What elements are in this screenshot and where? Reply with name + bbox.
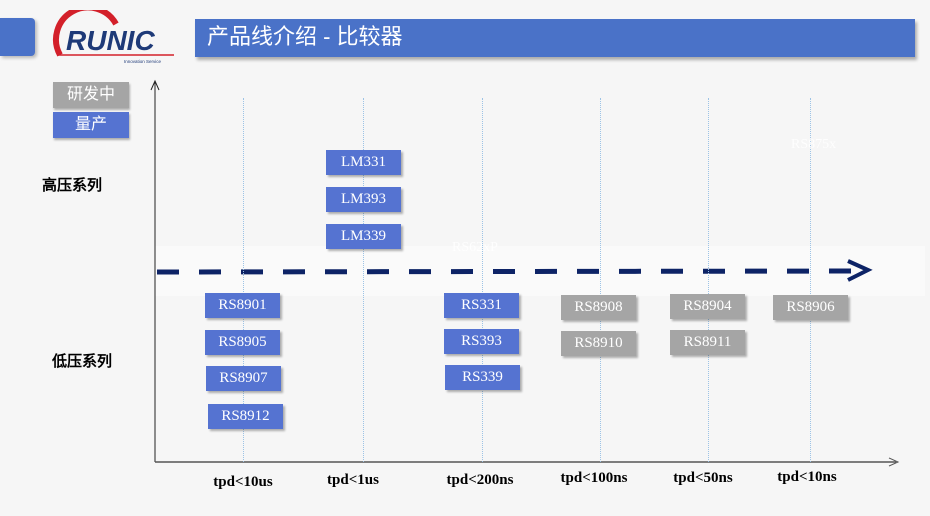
part-box: RS331	[444, 293, 519, 318]
part-box: RS8911	[670, 330, 745, 355]
row-label-low-voltage: 低压系列	[52, 353, 113, 370]
x-tick-label: tpd<100ns	[560, 470, 628, 486]
divider-dashed-arrow	[156, 268, 861, 275]
gridline	[482, 98, 483, 462]
x-axis-arrow-icon	[888, 457, 900, 467]
part-box: LM339	[326, 224, 401, 249]
x-tick-label: tpd<10ns	[777, 469, 837, 485]
legend-production: 量产	[53, 112, 129, 138]
x-tick-label: tpd<200ns	[446, 472, 514, 488]
svg-text:RUNIC: RUNIC	[66, 25, 155, 56]
part-box: LM393	[326, 187, 401, 212]
x-tick-label: tpd<10us	[213, 474, 273, 490]
side-tab	[0, 18, 35, 56]
part-box: RS8904	[670, 294, 745, 319]
part-box: RS8907	[206, 366, 281, 391]
gridline	[708, 98, 709, 462]
legend-developing: 研发中	[53, 82, 129, 108]
part-box: RS8912	[208, 404, 283, 429]
gridline	[600, 98, 601, 462]
part-box: RS8908	[561, 295, 636, 320]
runic-logo: RUNIC Innovation Service	[52, 4, 177, 65]
arrowhead-icon	[847, 259, 873, 282]
gridline	[243, 98, 244, 462]
ghost-label: RS62xP	[452, 240, 498, 255]
part-box: LM331	[326, 150, 401, 175]
row-label-high-voltage: 高压系列	[42, 177, 103, 194]
ghost-label: RS875x	[791, 137, 837, 152]
part-box: RS8905	[205, 330, 280, 355]
part-box: RS8901	[205, 293, 280, 318]
x-tick-label: tpd<50ns	[673, 470, 733, 486]
gridline	[363, 98, 364, 462]
svg-text:Innovation Service: Innovation Service	[124, 59, 162, 64]
part-box: RS393	[444, 329, 519, 354]
y-axis-arrow-icon	[150, 79, 160, 91]
part-box: RS8910	[561, 331, 636, 356]
gridline	[810, 98, 811, 462]
x-tick-label: tpd<1us	[327, 472, 379, 488]
part-box: RS8906	[773, 295, 848, 320]
part-box: RS339	[445, 365, 520, 390]
page-title: 产品线介绍 - 比较器	[195, 19, 915, 57]
